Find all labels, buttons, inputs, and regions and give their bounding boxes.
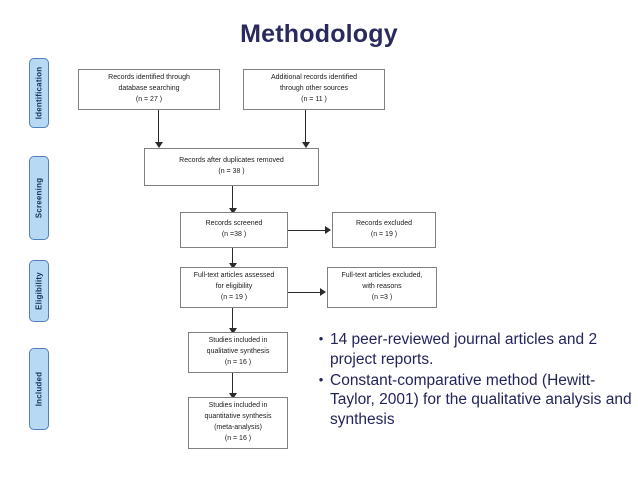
page-title: Methodology [240,20,398,48]
connector-line [232,308,233,329]
connector-line [305,110,306,143]
connector-arrow-down [155,142,163,148]
stage-tab-identification-label: Identification [34,66,44,120]
flow-line: quantitative synthesis [204,413,272,421]
flow-line: (n = 16 ) [224,358,252,366]
flow-line: (n =3 ) [371,293,393,301]
flow-line: (n = 38 ) [218,168,245,175]
flow-box-qualitative-synthesis: Studies included in qualitative synthesi… [188,332,288,373]
connector-arrow-down [229,263,237,269]
flow-line: Full-text articles excluded, [341,272,423,280]
bullet-marker-icon: • [318,371,324,387]
flow-line: Studies included in [208,402,268,410]
stage-tab-screening-label: Screening [34,177,44,219]
flow-box-fulltext-assessed: Full-text articles assessed for eligibil… [180,267,288,308]
bullet-item: • Constant-comparative method (Hewitt-Ta… [312,371,634,430]
connector-arrow-right [325,226,331,234]
flow-line: (n =38 ) [221,231,247,238]
flow-line: (n = 19 ) [220,293,248,301]
flow-line: database searching [118,85,180,93]
flow-line: for eligibility [215,283,253,291]
flow-box-records-excluded: Records excluded (n = 19 ) [332,212,436,248]
stage-tab-included-label: Included [34,371,44,407]
connector-arrow-down [229,328,237,334]
flow-box-identified-other-sources: Additional records identified through ot… [243,69,385,110]
flow-line: (n = 16 ) [224,434,252,442]
flow-line: Full-text articles assessed [193,272,275,280]
flow-box-fulltext-excluded: Full-text articles excluded, with reason… [327,267,437,308]
connector-line [158,110,159,143]
flow-box-records-screened: Records screened (n =38 ) [180,212,288,248]
flow-line: (meta-analysis) [214,424,262,431]
flow-line: Records after duplicates removed [179,157,284,165]
flow-line: qualitative synthesis [206,348,270,356]
connector-line [288,292,321,293]
flow-line: Additional records identified [271,74,357,82]
connector-arrow-down [302,142,310,148]
bullet-text: Constant-comparative method (Hewitt-Tayl… [330,371,632,429]
flow-line: through other sources [279,85,349,93]
connector-line [232,186,233,210]
connector-line [232,373,233,394]
stage-tab-screening[interactable]: Screening [29,156,49,240]
flow-line: (n = 27 ) [135,95,163,103]
flow-box-identified-database: Records identified through database sear… [78,69,220,110]
flow-line: Records excluded [355,220,413,228]
connector-line [232,248,233,264]
flow-line: Records identified through [108,74,190,82]
flow-box-duplicates-removed: Records after duplicates removed (n = 38… [144,148,319,186]
flow-line: Studies included in [208,337,268,345]
bullet-marker-icon: • [318,331,324,346]
bullet-list: • 14 peer-reviewed journal articles and … [312,330,634,431]
connector-arrow-right [320,288,326,296]
connector-line [288,230,326,231]
stage-tab-eligibility[interactable]: Eligibility [29,260,49,322]
connector-arrow-down [229,208,237,214]
stage-tab-identification[interactable]: Identification [29,58,49,128]
flow-line: Records screened [205,220,263,228]
bullet-text: 14 peer-reviewed journal articles and 2 … [330,331,598,368]
stage-tab-eligibility-label: Eligibility [34,272,44,310]
flow-line: (n = 19 ) [370,231,398,238]
stage-tab-included[interactable]: Included [29,348,49,430]
flow-box-quantitative-synthesis: Studies included in quantitative synthes… [188,397,288,449]
connector-arrow-down [229,393,237,399]
flow-line: (n = 11 ) [301,95,327,103]
bullet-item: • 14 peer-reviewed journal articles and … [312,330,634,370]
flow-line: with reasons [362,283,402,291]
